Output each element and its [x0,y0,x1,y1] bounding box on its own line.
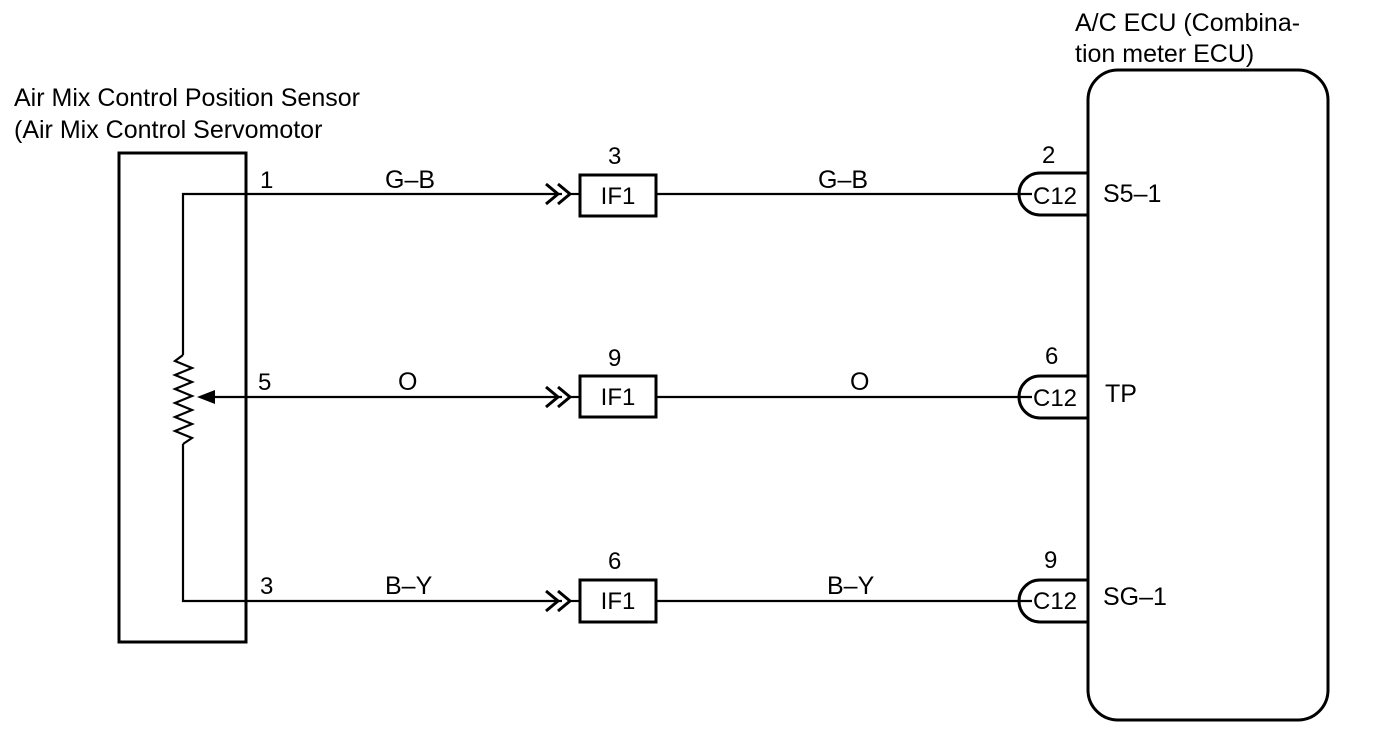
junction-label: IF1 [601,384,636,411]
junction-label: IF1 [601,588,636,615]
ecu-title-line1: A/C ECU (Combina- [1075,9,1300,37]
wiper-arrow [197,390,246,404]
ecu-title-line2: tion meter ECU) [1075,40,1254,68]
connector-label: C12 [1033,385,1077,412]
circuit-s5-1: 1 G–B 3 IF1 G–B 2 C12 S5–1 [246,142,1161,218]
junction-box [578,173,658,218]
connector-pin: 6 [1045,343,1058,370]
ecu-terminal: SG–1 [1103,583,1167,611]
connector-label: C12 [1033,588,1077,615]
connector-shell [1017,171,1088,217]
sensor-pin: 1 [260,167,273,194]
junction-pin: 6 [608,548,621,575]
wire-color-label: O [398,368,417,396]
potentiometer [172,192,246,603]
wire-color-label: G–B [818,166,868,194]
sensor-pin: 5 [258,369,271,396]
connector-shell [1017,374,1088,420]
wire-color-label: O [850,368,869,396]
ecu-terminal: S5–1 [1103,180,1161,208]
junction-pin: 3 [608,143,621,170]
circuit-sg-1: 3 B–Y 6 IF1 B–Y 9 C12 SG–1 [246,547,1167,624]
connector-label: C12 [1033,183,1077,210]
connector-pin: 2 [1042,142,1055,169]
sensor-title-line1: Air Mix Control Position Sensor [14,84,360,112]
ecu-box [1086,68,1330,722]
ecu-terminal: TP [1105,380,1137,408]
connector-pin: 9 [1044,547,1057,574]
sensor-title-line2: (Air Mix Control Servomotor [14,116,322,144]
connector-shell [1017,578,1088,624]
wire-color-label: B–Y [827,572,875,600]
junction-label: IF1 [601,183,636,210]
junction-pin: 9 [608,345,621,372]
wire-color-label: G–B [385,166,435,194]
circuit-tp: 5 O 9 IF1 O 6 C12 TP [246,343,1137,420]
sensor-pin: 3 [260,573,273,600]
wire-color-label: B–Y [385,572,433,600]
